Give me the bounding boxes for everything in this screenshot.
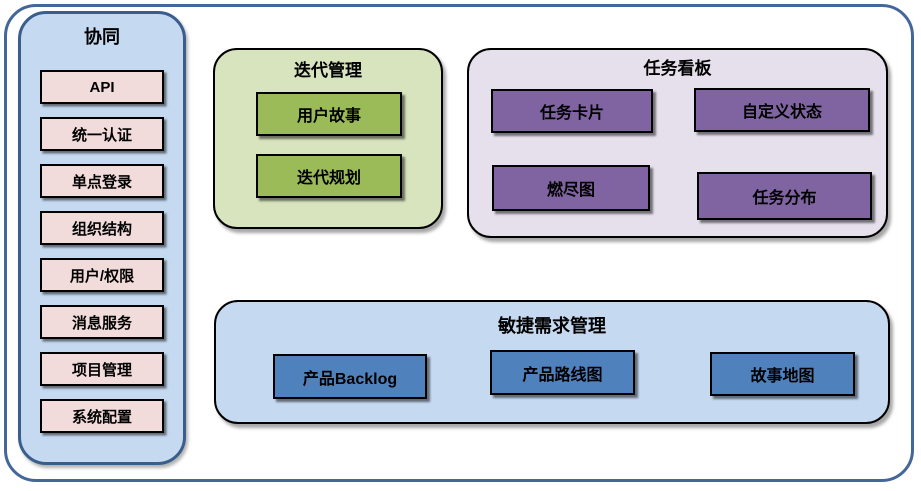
collaboration-item-message-service: 消息服务	[40, 305, 164, 339]
task-board-item-burndown-chart: 燃尽图	[492, 165, 650, 211]
task-board-item-task-card: 任务卡片	[491, 89, 653, 133]
iteration-item-user-story: 用户故事	[256, 92, 402, 136]
iteration-item-iteration-planning: 迭代规划	[256, 154, 402, 198]
collaboration-item-sso: 单点登录	[40, 164, 164, 198]
task-board-item-task-distribution: 任务分布	[697, 172, 872, 220]
collaboration-item-system-config: 系统配置	[40, 399, 164, 433]
iteration-management-panel: 迭代管理 用户故事 迭代规划	[213, 48, 443, 229]
collaboration-item-api: API	[40, 70, 164, 104]
task-board-panel: 任务看板 任务卡片 自定义状态 燃尽图 任务分布	[467, 48, 888, 238]
task-board-item-custom-status: 自定义状态	[694, 88, 870, 132]
collaboration-item-project-management: 项目管理	[40, 352, 164, 386]
requirements-item-story-map: 故事地图	[710, 352, 855, 396]
collaboration-item-unified-auth: 统一认证	[40, 117, 164, 151]
agile-requirements-title: 敏捷需求管理	[498, 316, 606, 336]
collaboration-item-user-permissions: 用户/权限	[40, 258, 164, 292]
collaboration-panel: 协同 API 统一认证 单点登录 组织结构 用户/权限 消息服务 项目管理 系统…	[18, 11, 186, 465]
collaboration-item-list: API 统一认证 单点登录 组织结构 用户/权限 消息服务 项目管理 系统配置	[21, 70, 183, 433]
agile-requirements-panel: 敏捷需求管理 产品Backlog 产品路线图 故事地图	[214, 300, 890, 424]
requirements-item-product-roadmap: 产品路线图	[490, 350, 635, 395]
collaboration-panel-title: 协同	[84, 27, 120, 47]
collaboration-item-org-structure: 组织结构	[40, 211, 164, 245]
requirements-item-product-backlog: 产品Backlog	[273, 354, 427, 399]
iteration-management-title: 迭代管理	[294, 61, 362, 80]
task-board-title: 任务看板	[643, 59, 712, 78]
